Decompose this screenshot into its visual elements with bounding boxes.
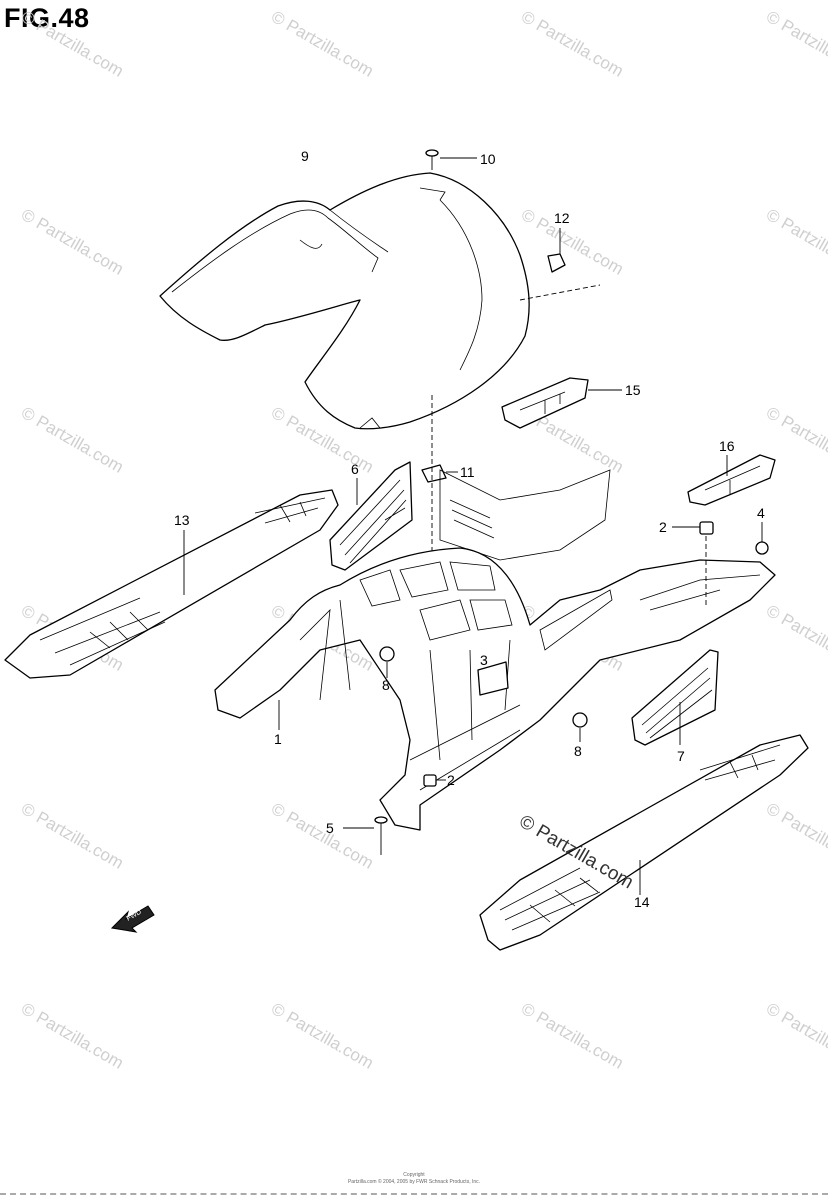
part-13-footrest-mat [4,489,339,679]
copyright-notice: Copyright Partzilla.com © 2004, 2005 by … [0,1172,828,1186]
part-5-screw [343,816,388,855]
watermark: © Partzilla.com [18,799,127,873]
part-7-side-panel [631,649,719,746]
watermark: © Partzilla.com [268,999,377,1073]
callout-8: 8 [574,743,582,759]
part-12-clip [519,228,601,301]
watermark: © Partzilla.com [18,205,127,279]
part-6-side-panel [329,461,413,571]
callout-6: 6 [351,461,359,477]
watermark: © Partzilla.com [763,799,828,873]
part-1-frame [214,469,776,831]
watermark: © Partzilla.com [268,7,377,81]
watermark: © Partzilla.com [763,205,828,279]
part-2-grommet [672,521,714,605]
watermark: © Partzilla.com [518,205,627,279]
fwd-direction-arrow-icon: FWD [110,905,155,933]
callout-5: 5 [326,820,334,836]
part-16-cover [687,454,776,506]
part-10-screw [425,149,477,170]
part-2-grommet [423,774,446,787]
watermark: © Partzilla.com [518,999,627,1073]
callout-14: 14 [634,894,650,910]
callout-16: 16 [719,438,735,454]
copyright-line-1: Copyright [403,1172,425,1178]
callout-12: 12 [554,210,570,226]
watermark: © Partzilla.com [763,999,828,1073]
figure-title: FIG.48 [4,3,90,33]
callout-1: 1 [274,731,282,747]
watermark: © Partzilla.com [18,7,127,81]
part-4-bolt [755,522,769,555]
callout-11: 11 [460,464,475,480]
callout-2: 2 [447,772,455,788]
callout-13: 13 [174,512,190,528]
callout-2: 2 [659,519,667,535]
callout-8: 8 [382,677,390,693]
part-8-plug [572,712,588,742]
part-15-cover [501,377,622,429]
callout-10: 10 [480,151,496,167]
watermark: © Partzilla.com [18,999,127,1073]
part-8-plug [379,646,395,678]
watermark: © Partzilla.com [763,7,828,81]
part-14-footrest-mat [479,734,809,951]
callout-3: 3 [480,652,488,668]
watermark: © Partzilla.com [18,403,127,477]
callout-labels: 1 2 2 3 4 5 6 7 8 8 9 10 11 12 13 14 15 … [174,148,765,910]
callout-7: 7 [677,748,685,764]
callout-15: 15 [625,382,641,398]
watermark: © Partzilla.com [518,7,627,81]
watermark: © Partzilla.com [268,799,377,873]
callout-9: 9 [301,148,309,164]
copyright-line-2: Partzilla.com © 2004, 2005 by FWR Schnac… [347,1179,481,1185]
callout-4: 4 [757,505,765,521]
part-9-rear-fender [159,172,530,430]
bottom-border [0,1193,828,1195]
watermark: © Partzilla.com [763,601,828,675]
